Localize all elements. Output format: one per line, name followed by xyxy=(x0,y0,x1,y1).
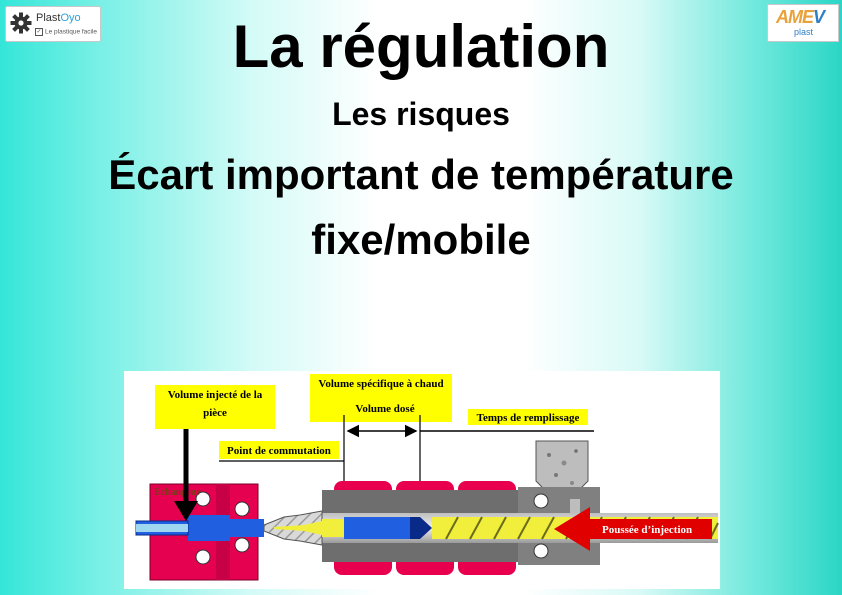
melt-yellow xyxy=(322,519,344,537)
volume-injecte-box xyxy=(155,385,275,429)
cooling-channel-2 xyxy=(195,549,211,565)
gear-icon xyxy=(10,12,32,34)
plastoyo-logo: PlastOyo ✓Le plastique facile xyxy=(5,6,101,42)
cooling-channel-3 xyxy=(234,501,250,517)
cooling-channel-4 xyxy=(234,537,250,553)
slide-heading-line2: fixe/mobile xyxy=(311,216,531,263)
nozzle-channel xyxy=(274,521,322,535)
temps-remplissage-label: Temps de remplissage xyxy=(477,412,580,424)
plastoyo-brand: PlastOyo xyxy=(36,12,81,24)
slide-subtitle: Les risques xyxy=(332,96,510,132)
temps-remplissage-box xyxy=(468,409,588,425)
volume-specifique-label: Volume spécifique à chaud xyxy=(318,378,443,390)
checkbox-icon: ✓ xyxy=(35,28,43,36)
feed-bolt-top xyxy=(533,493,549,509)
volume-dose-label: Volume dosé xyxy=(355,403,414,415)
point-commutation-label: Point de commutation xyxy=(227,445,331,457)
volume-injecte-label-2: pièce xyxy=(203,407,227,419)
volume-injecte-arrowhead xyxy=(174,501,198,521)
slide-heading-line1: Écart important de température xyxy=(108,151,734,198)
feed-bolt-bottom xyxy=(533,543,549,559)
plastoyo-tagline: ✓Le plastique facile xyxy=(35,28,98,36)
injection-diagram-svg: Volume injecté de la pièce Volume spécif… xyxy=(135,374,719,581)
volume-specifique-box xyxy=(310,374,452,422)
cooling-channel-1 xyxy=(195,491,211,507)
poussee-injection-arrow xyxy=(554,507,712,551)
amev-sub: plast xyxy=(794,27,814,37)
point-commutation-box xyxy=(219,441,339,459)
mold-cavity xyxy=(188,515,230,541)
screw-tip xyxy=(410,517,432,539)
poussee-injection-label: Poussée d’injection xyxy=(602,524,692,536)
volume-injecte-label-1: Volume injecté de la xyxy=(168,389,263,401)
melt-blue xyxy=(344,517,410,539)
sprue-bushing xyxy=(230,519,264,537)
amev-mark: AMEV xyxy=(776,7,825,27)
injection-unit-diagram: Volume injecté de la pièce Volume spécif… xyxy=(124,371,720,589)
slide-title: La régulation xyxy=(232,13,610,80)
echangeur-label: Échangeur xyxy=(154,486,201,498)
amev-plast-logo: AMEV plast xyxy=(767,4,839,42)
